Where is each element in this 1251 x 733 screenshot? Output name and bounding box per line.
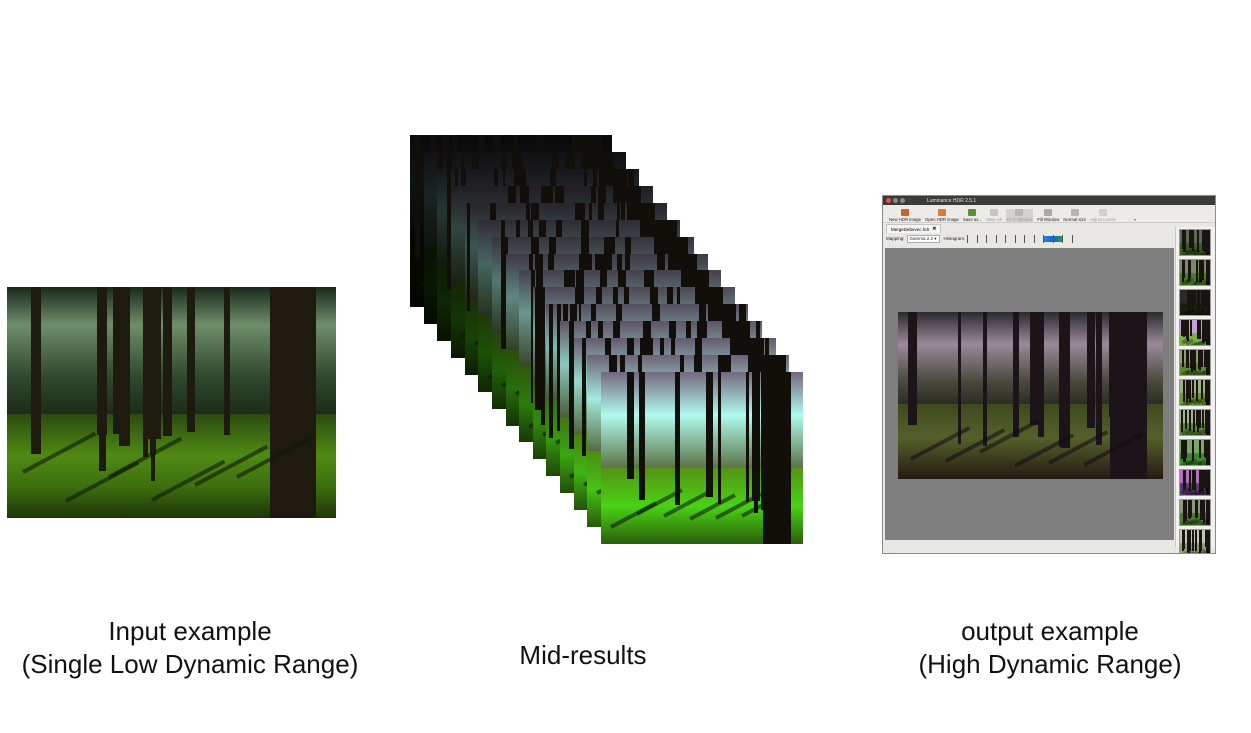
fit-window-icon [1015,209,1024,216]
output-caption: output example (High Dynamic Range) [918,616,1182,679]
new-hdr-button[interactable]: New HDR image [889,209,921,222]
tab-bar: MergeDebevec.hdr ✖ [883,223,1215,233]
input-caption: Input example (Single Low Dynamic Range) [21,616,359,679]
toolbar: New HDR image Open HDR image Save as... … [883,205,1215,223]
input-example-image [7,287,336,518]
open-hdr-icon [937,209,946,216]
histogram-label: Histogram: [943,236,966,241]
save-all-button[interactable]: Save All [986,209,1002,222]
mapping-label: Mapping: [886,236,905,241]
tab-close-icon[interactable]: ✖ [932,226,937,232]
window-titlebar: Luminance HDR 2.5.1 [883,196,1215,205]
preview-thumbnail[interactable] [1179,379,1211,406]
histogram-slider[interactable] [967,234,1077,243]
luminance-hdr-window: Luminance HDR 2.5.1 New HDR image Open H… [882,195,1216,554]
preview-thumbnail[interactable] [1179,319,1211,346]
save-as-icon [968,209,977,216]
preview-thumbnail[interactable] [1179,439,1211,466]
adjust-levels-button[interactable]: Adjust Levels [1090,209,1116,222]
mapping-options-row: Mapping: Gamma 2.2 ▾ Histogram: [883,233,1215,244]
minimize-window-icon[interactable] [893,198,898,203]
normal-size-icon [1070,209,1079,216]
open-hdr-button[interactable]: Open HDR image [925,209,959,222]
preview-thumbnail[interactable] [1179,469,1211,496]
adjust-levels-icon [1098,209,1107,216]
save-all-icon [989,209,998,216]
fill-window-button[interactable]: Fill Window [1037,209,1059,222]
preview-thumbnail[interactable] [1179,409,1211,436]
fill-window-icon [1044,209,1053,216]
image-viewport[interactable] [885,248,1174,540]
mapping-select[interactable]: Gamma 2.2 ▾ [906,234,940,243]
fit-window-button[interactable]: Fit in Window [1005,209,1034,222]
normal-size-button[interactable]: Normal size [1063,209,1086,222]
preview-thumbnail[interactable] [1179,499,1211,526]
window-title: Luminance HDR 2.5.1 [927,197,977,204]
preview-thumbnail[interactable] [1179,529,1211,553]
toolbar-more-button[interactable]: » [1133,217,1136,222]
preview-thumbnail[interactable] [1179,229,1211,256]
preview-thumbnail[interactable] [1179,349,1211,376]
preview-thumbnail[interactable] [1179,289,1211,316]
mid-results-caption: Mid-results [519,640,647,670]
tab-mergedebevec[interactable]: MergeDebevec.hdr ✖ [886,224,942,233]
preview-thumbnail[interactable] [1179,259,1211,286]
output-example-image [898,312,1163,479]
close-window-icon[interactable] [886,198,891,203]
mid-result-frame [601,372,803,544]
maximize-window-icon[interactable] [900,198,905,203]
save-as-button[interactable]: Save as... [963,209,982,222]
new-hdr-icon [901,209,909,216]
preview-thumbnail-strip [1175,227,1215,553]
